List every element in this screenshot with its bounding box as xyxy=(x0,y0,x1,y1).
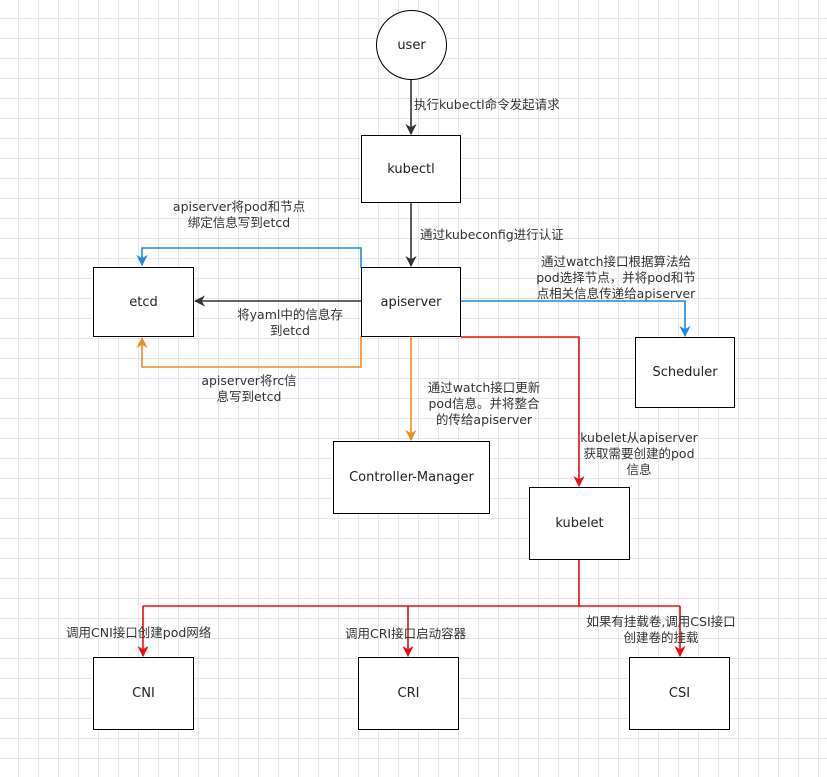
edge-apiserver-kubelet xyxy=(461,336,585,488)
kubectl-node[interactable]: kubectl xyxy=(361,135,461,203)
scheduler-node[interactable]: Scheduler xyxy=(635,337,735,408)
label-user-kubectl: 执行kubectl命令发起请求 xyxy=(414,97,560,112)
label-line: apiserver将pod和节点 xyxy=(172,199,306,214)
label-line: 的传给apiserver xyxy=(435,412,533,427)
controller-manager-node[interactable]: Controller-Manager xyxy=(333,441,490,514)
cri-node[interactable]: CRI xyxy=(358,657,459,730)
label-call-cni: 调用CNI接口创建pod网络 xyxy=(66,625,212,640)
label-kubectl-apiserver: 通过kubeconfig进行认证 xyxy=(420,227,564,242)
label-call-csi: 如果有挂载卷,调用CSI接口 创建卷的挂载 xyxy=(576,614,746,646)
etcd-node[interactable]: etcd xyxy=(93,267,194,337)
label-line: 获取需要创建的pod xyxy=(583,446,695,461)
user-node[interactable]: user xyxy=(376,10,447,80)
label-line: apiserver将rc信 xyxy=(201,373,297,388)
edge-apiserver-etcd-bind xyxy=(136,247,362,268)
label-apiserver-yaml-etcd: 将yaml中的信息存 到etcd xyxy=(216,307,364,339)
label-line: 点相关信息传递给apiserver xyxy=(536,286,696,301)
label-line: 如果有挂载卷,调用CSI接口 xyxy=(586,614,736,629)
label-line: kubelet从apiserver xyxy=(580,430,698,445)
label-line: 到etcd xyxy=(270,323,310,338)
label-line: pod选择节点，并将pod和节 xyxy=(536,270,696,285)
kubelet-node[interactable]: kubelet xyxy=(529,487,630,560)
cni-node[interactable]: CNI xyxy=(93,657,194,730)
label-apiserver-rc-etcd: apiserver将rc信 息写到etcd xyxy=(181,373,317,405)
label-line: pod信息。并将整合 xyxy=(428,396,540,411)
label-line: 息写到etcd xyxy=(216,389,282,404)
label-line: 创建卷的挂载 xyxy=(623,630,699,645)
edge-kubelet-bus xyxy=(143,560,580,607)
label-scheduler-watch: 通过watch接口根据算法给 pod选择节点，并将pod和节 点相关信息传递给a… xyxy=(522,254,710,302)
edge-apiserver-etcd-rc xyxy=(136,336,362,368)
edge-apiserver-scheduler xyxy=(461,300,691,338)
apiserver-node[interactable]: apiserver xyxy=(361,267,461,337)
label-kubelet-fetch: kubelet从apiserver 获取需要创建的pod 信息 xyxy=(571,430,707,478)
label-apiserver-bind-etcd: apiserver将pod和节点 绑定信息写到etcd xyxy=(164,199,314,231)
label-line: 通过watch接口根据算法给 xyxy=(540,254,692,269)
label-line: 通过watch接口更新 xyxy=(427,380,541,395)
label-line: 信息 xyxy=(626,462,652,477)
csi-node[interactable]: CSI xyxy=(629,657,730,730)
label-line: 将yaml中的信息存 xyxy=(237,307,343,322)
label-call-cri: 调用CRI接口启动容器 xyxy=(345,626,467,641)
label-line: 绑定信息写到etcd xyxy=(187,215,291,230)
label-controller-watch: 通过watch接口更新 pod信息。并将整合 的传给apiserver xyxy=(410,380,558,428)
